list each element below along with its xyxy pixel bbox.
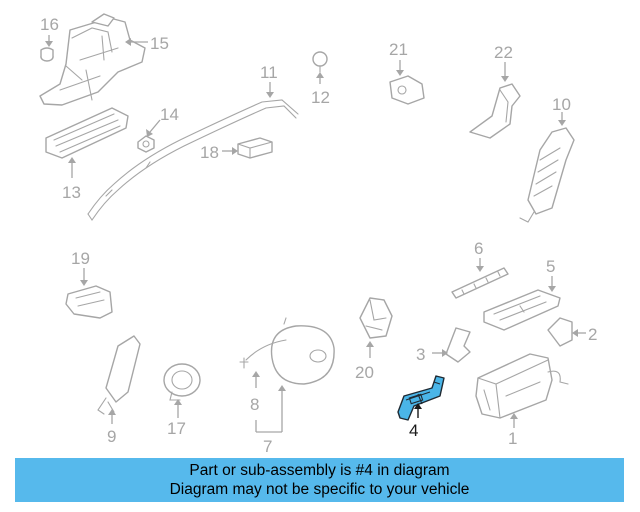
callout-14[interactable]: 14 bbox=[160, 105, 179, 124]
callout-4[interactable]: 4 bbox=[409, 421, 418, 440]
callout-2[interactable]: 2 bbox=[588, 325, 597, 344]
part-12-clip[interactable] bbox=[312, 51, 328, 84]
part-4-bracket-highlighted[interactable] bbox=[397, 375, 445, 421]
part-21-sensor[interactable] bbox=[389, 60, 425, 105]
part-19-buckle[interactable] bbox=[65, 268, 113, 319]
callout-8[interactable]: 8 bbox=[250, 395, 259, 414]
part-3-bracket[interactable] bbox=[432, 327, 471, 363]
callout-12[interactable]: 12 bbox=[311, 88, 330, 107]
callout-20[interactable]: 20 bbox=[355, 363, 374, 382]
callout-7[interactable]: 7 bbox=[263, 437, 272, 456]
callout-10[interactable]: 10 bbox=[552, 95, 571, 114]
part-2-bracket[interactable] bbox=[547, 317, 586, 347]
info-banner: Part or sub-assembly is #4 in diagram Di… bbox=[15, 458, 624, 502]
callout-17[interactable]: 17 bbox=[167, 419, 186, 438]
part-1-airbag-module[interactable] bbox=[475, 353, 569, 428]
callout-1[interactable]: 1 bbox=[508, 429, 517, 448]
callout-18[interactable]: 18 bbox=[200, 143, 219, 162]
callout-21[interactable]: 21 bbox=[389, 40, 408, 59]
callout-13[interactable]: 13 bbox=[62, 183, 81, 202]
part-5-panel[interactable] bbox=[483, 276, 561, 331]
part-14-nut[interactable] bbox=[137, 119, 161, 153]
callout-19[interactable]: 19 bbox=[71, 249, 90, 268]
callout-9[interactable]: 9 bbox=[107, 427, 116, 446]
part-6-strip[interactable] bbox=[451, 258, 509, 299]
part-8-harness[interactable] bbox=[239, 357, 260, 388]
part-10-side-airbag[interactable] bbox=[519, 112, 575, 223]
callout-16[interactable]: 16 bbox=[40, 15, 59, 34]
callout-11[interactable]: 11 bbox=[260, 63, 278, 82]
part-20-sensor[interactable] bbox=[359, 297, 393, 358]
banner-line-1: Part or sub-assembly is #4 in diagram bbox=[189, 462, 450, 479]
callout-6[interactable]: 6 bbox=[474, 239, 483, 258]
part-7-steering-airbag[interactable] bbox=[245, 317, 335, 433]
part-16-clip[interactable] bbox=[40, 35, 54, 62]
callout-15[interactable]: 15 bbox=[150, 34, 169, 53]
callout-3[interactable]: 3 bbox=[416, 345, 425, 364]
part-15-bracket-assembly[interactable] bbox=[39, 13, 148, 106]
part-11-curtain-airbag[interactable] bbox=[87, 82, 299, 221]
part-18-sensor[interactable] bbox=[222, 137, 273, 159]
part-22-bracket[interactable] bbox=[469, 62, 521, 139]
callout-22[interactable]: 22 bbox=[494, 43, 513, 62]
callout-5[interactable]: 5 bbox=[546, 257, 555, 276]
part-13-rail[interactable] bbox=[45, 107, 129, 178]
part-17-clock-spring[interactable] bbox=[163, 363, 201, 418]
banner-line-2: Diagram may not be specific to your vehi… bbox=[169, 481, 470, 498]
part-9-seat-airbag[interactable] bbox=[97, 335, 141, 424]
